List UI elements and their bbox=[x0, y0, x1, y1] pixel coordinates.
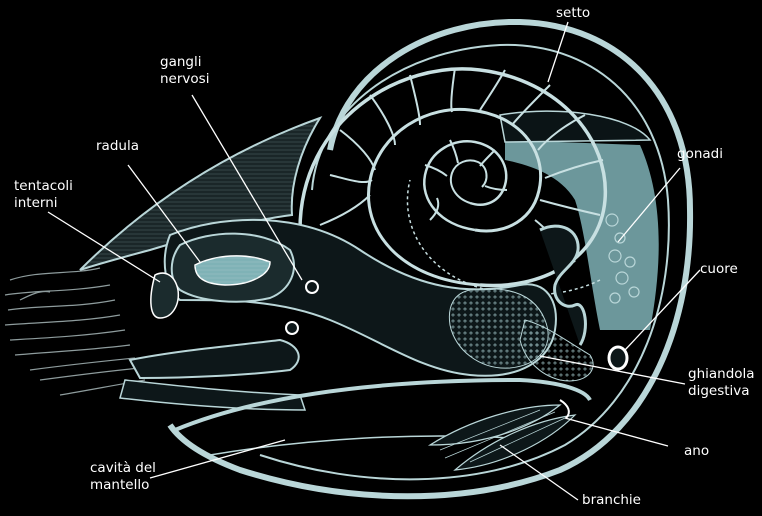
label-ghiandola-line1: ghiandola bbox=[688, 366, 755, 383]
label-radula-text: radula bbox=[96, 138, 139, 155]
label-branchie: branchie bbox=[582, 492, 641, 509]
anus-duct bbox=[560, 400, 569, 418]
label-cavita-line1: cavità del bbox=[90, 460, 156, 477]
label-cavita-line2: mantello bbox=[90, 477, 156, 494]
label-ghiandola-digestiva: ghiandola digestiva bbox=[688, 366, 755, 400]
inner-tentacles bbox=[5, 268, 145, 395]
label-ano-text: ano bbox=[684, 443, 709, 460]
label-gangli-line1: gangli bbox=[160, 54, 209, 71]
leader-ano bbox=[565, 418, 668, 446]
leader-branchie bbox=[500, 445, 578, 500]
label-gangli-line2: nervosi bbox=[160, 71, 209, 88]
label-ghiandola-line2: digestiva bbox=[688, 383, 755, 400]
label-gangli-nervosi: gangli nervosi bbox=[160, 54, 209, 88]
ganglion-lower bbox=[286, 322, 298, 334]
label-setto: setto bbox=[556, 5, 590, 22]
label-cavita-mantello: cavità del mantello bbox=[90, 460, 156, 494]
label-branchie-text: branchie bbox=[582, 492, 641, 509]
label-cuore: cuore bbox=[700, 261, 738, 278]
label-tentacoli-line2: interni bbox=[14, 195, 73, 212]
label-gonadi: gonadi bbox=[677, 146, 723, 163]
lower-flap bbox=[120, 380, 305, 410]
label-setto-text: setto bbox=[556, 5, 590, 22]
label-tentacoli-interni: tentacoli interni bbox=[14, 178, 73, 212]
heart bbox=[609, 347, 627, 369]
ganglion-upper bbox=[306, 281, 318, 293]
spiral-whorl-4 bbox=[451, 160, 487, 203]
label-tentacoli-line1: tentacoli bbox=[14, 178, 73, 195]
spiral-whorl-3 bbox=[424, 141, 506, 230]
label-cuore-text: cuore bbox=[700, 261, 738, 278]
funnel bbox=[130, 340, 299, 378]
label-ano: ano bbox=[684, 443, 709, 460]
leader-setto bbox=[548, 22, 568, 82]
label-gonadi-text: gonadi bbox=[677, 146, 723, 163]
label-radula: radula bbox=[96, 138, 139, 155]
leader-cavita bbox=[150, 440, 285, 478]
tentacle-sheath bbox=[151, 273, 178, 318]
